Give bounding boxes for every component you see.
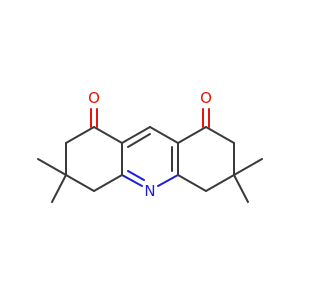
bond-c8a-c1 <box>93 126 123 144</box>
bond-c5-c4a <box>177 174 207 192</box>
nitrogen-label: N <box>144 182 155 200</box>
oxygen-right-label: O <box>200 89 212 107</box>
bond-c10a-n <box>121 174 143 187</box>
bond-c3-methyl-a <box>37 158 67 176</box>
bond-c3-c4 <box>65 174 95 192</box>
right-ring <box>177 108 263 203</box>
bond-c8-c7 <box>205 126 235 144</box>
bond-c6-methyl-b <box>233 174 249 203</box>
bond-c9-c9a <box>149 126 179 144</box>
bond-c6-methyl-a <box>233 158 263 176</box>
bond-c9a-c8 <box>177 126 207 144</box>
bond-c4a-n <box>157 174 179 187</box>
bond-c10a-n-double <box>127 170 145 181</box>
molecule-structure: O O N <box>37 89 263 203</box>
bond-c6-c5 <box>205 174 235 192</box>
bond-c1-c2 <box>65 126 95 144</box>
bond-c3-methyl-b <box>51 174 67 203</box>
oxygen-left-label: O <box>88 89 100 107</box>
bond-c9-c8a <box>121 126 151 144</box>
central-ring <box>121 126 179 187</box>
left-ring <box>37 108 123 203</box>
bond-c8a-c8a-double <box>127 133 151 148</box>
bond-c4-c10a <box>93 174 123 192</box>
